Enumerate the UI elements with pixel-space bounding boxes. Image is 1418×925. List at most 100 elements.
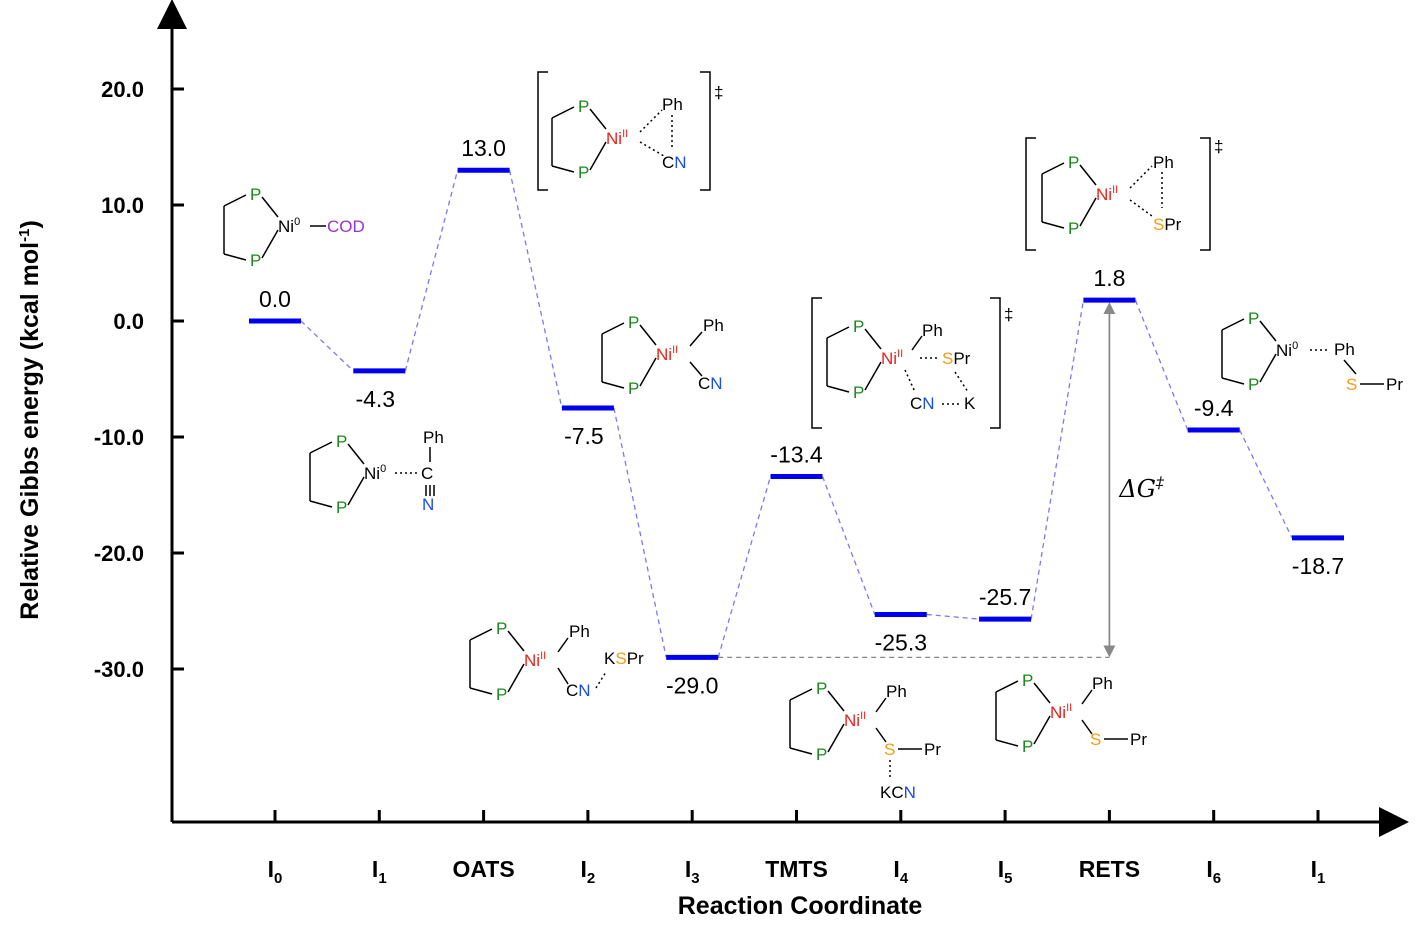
data-label: 0.0	[259, 286, 291, 312]
y-axis-title: Relative Gibbs energy (kcal mol-1)	[16, 220, 44, 620]
bond	[223, 194, 247, 207]
x-tick-label: I1	[372, 856, 387, 887]
structure-text: NiII	[656, 344, 678, 364]
structure-text: P	[1248, 375, 1259, 394]
structure-text: P	[1248, 309, 1259, 328]
bond	[551, 106, 575, 119]
bond	[469, 628, 493, 641]
bond	[1079, 197, 1097, 227]
bond	[589, 141, 607, 171]
connector-line	[404, 170, 459, 372]
bond	[1079, 164, 1097, 186]
structure-text: COD	[327, 217, 365, 236]
structure-text: P	[250, 251, 261, 270]
data-label: -7.5	[564, 423, 604, 449]
structure-text: CN	[662, 153, 687, 172]
bond	[261, 196, 279, 218]
bond	[551, 165, 575, 173]
bond	[557, 667, 569, 685]
structure-text: P	[1022, 737, 1033, 756]
data-label: 13.0	[461, 135, 506, 161]
bond	[507, 663, 525, 693]
bond	[639, 324, 657, 346]
structure-text: NiII	[844, 710, 866, 730]
x-tick-label: OATS	[453, 856, 515, 882]
x-tick-label: I0	[268, 856, 283, 887]
bond	[827, 723, 845, 753]
connector-line	[613, 407, 667, 658]
x-tick-label: I2	[581, 856, 596, 887]
bond	[875, 727, 887, 743]
x-axis-title: Reaction Coordinate	[678, 892, 923, 920]
data-label: -13.4	[770, 441, 823, 467]
energy-levels	[249, 167, 1344, 660]
bond	[1221, 377, 1245, 385]
bracket-left	[811, 297, 822, 429]
bond	[1041, 221, 1065, 229]
bond	[347, 476, 365, 506]
structure-text: SPr	[1153, 215, 1182, 234]
bond	[995, 680, 1019, 693]
data-label: -25.3	[875, 629, 927, 655]
x-tick-label: I6	[1206, 856, 1221, 887]
structure-text: Ni0	[278, 216, 300, 236]
structure-text: P	[853, 383, 864, 402]
structure-text: CN	[566, 681, 591, 700]
bond	[589, 108, 607, 130]
bracket-left	[537, 71, 548, 191]
bond	[1129, 165, 1153, 189]
bond	[789, 688, 813, 701]
bond	[347, 443, 365, 465]
bond	[639, 141, 665, 157]
structure-text: P	[1022, 671, 1033, 690]
structure-text: P	[1068, 153, 1079, 172]
bond	[223, 253, 247, 261]
structure-text: CN	[910, 394, 935, 413]
data-label: -18.7	[1292, 553, 1344, 579]
data-label: -25.7	[979, 584, 1031, 610]
x-tick-label: I4	[893, 856, 908, 887]
y-tick-label: 20.0	[101, 77, 144, 102]
structure-text: NiII	[881, 348, 903, 368]
structure-text: Ph	[922, 321, 943, 340]
structure-text: NiII	[524, 650, 546, 670]
bond	[601, 322, 625, 335]
y-tick-label: 0.0	[113, 309, 144, 334]
structure-text: Ph	[662, 95, 683, 114]
bracket-right	[700, 71, 711, 191]
structure-text: Pr	[1386, 375, 1403, 394]
bond	[826, 385, 850, 393]
structure-text: P	[578, 163, 589, 182]
bond	[309, 500, 333, 508]
structure-text: NiII	[606, 128, 628, 148]
bond	[1033, 715, 1051, 745]
bond	[469, 687, 493, 695]
bond	[826, 326, 850, 339]
connector-line	[717, 476, 772, 658]
bond	[789, 747, 813, 755]
structure-text: Ph	[703, 316, 724, 335]
bond	[995, 739, 1019, 747]
data-label: -29.0	[666, 672, 718, 698]
structure-text: P	[496, 619, 507, 638]
structure-text: P	[816, 745, 827, 764]
bond	[1259, 353, 1277, 383]
structure-text: S	[1346, 375, 1357, 394]
structure-text: NiII	[1096, 184, 1118, 204]
structure-text: Ni0	[364, 463, 386, 483]
bond	[601, 381, 625, 389]
structure-text: S	[884, 740, 895, 759]
bond	[309, 441, 333, 454]
